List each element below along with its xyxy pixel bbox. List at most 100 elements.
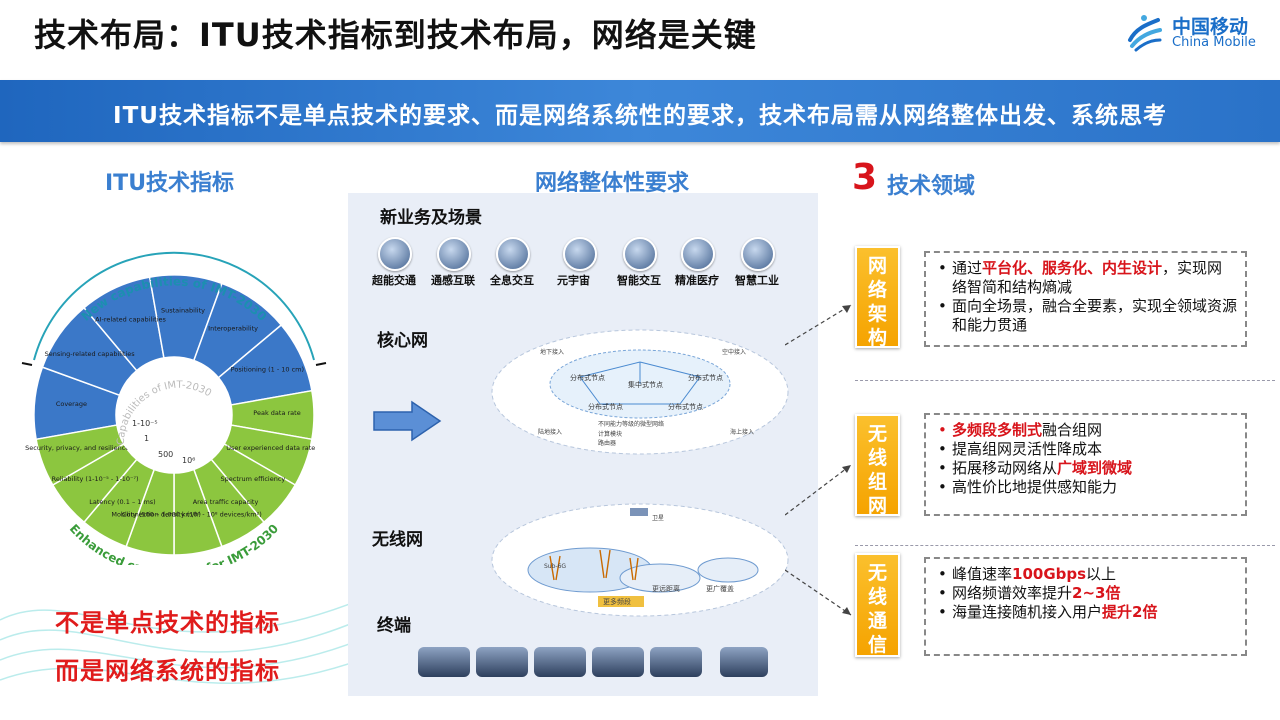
area-badge-char: 信 [867, 634, 887, 656]
terminal-device-icon [476, 647, 528, 677]
bullet-text: ，实现网络智简和结构熵减 [952, 259, 1223, 296]
core-note: 地下接入 [540, 348, 564, 356]
wheel-segment-label: Peak data rate [253, 409, 300, 417]
terminal-device-icon [650, 647, 702, 677]
wireless-network-diagram: 卫星 Sub-6G 更多频段 更远距离 更广覆盖 [491, 503, 789, 617]
china-mobile-logo: 中国移动 China Mobile [1122, 10, 1262, 54]
scale-label: 500 [158, 450, 173, 459]
decorative-wave-lines [0, 599, 360, 684]
area-badge-char: 线 [867, 447, 887, 469]
area-badge-char: 组 [867, 471, 887, 493]
scene-label: 元宇宙 [557, 274, 590, 287]
terminal-device-icon [592, 647, 644, 677]
scene-image-icon [681, 237, 715, 271]
area-bullet-item: 提高组网灵活性降成本 [936, 440, 1237, 459]
separator-line [855, 380, 1275, 381]
area-bullet-item: 多频段多制式融合组网 [936, 421, 1237, 440]
scene-image-icon [623, 237, 657, 271]
area-detail-box: 通过平台化、服务化、内生设计，实现网络智简和结构熵减面向全场景，融合全要素，实现… [924, 251, 1247, 347]
scene-image-icon [378, 237, 412, 271]
area-badge: 无线通信 [855, 553, 900, 657]
area-badge-char: 构 [867, 327, 887, 349]
area-bullet-item: 面向全场景，融合全要素，实现全领域资源和能力贯通 [936, 297, 1237, 335]
core-node-label: 分布式节点 [688, 373, 723, 382]
highlight-text: 多频段多制式 [952, 421, 1043, 439]
banner-text: ITU技术指标不是单点技术的要求、而是网络系统性的要求，技术布局需从网络整体出发… [113, 103, 1167, 129]
area-badge: 无线组网 [855, 414, 900, 517]
dashed-connector-lines [785, 304, 852, 616]
wheel-segment-label: Mobility (500 – 1,000 km/h) [111, 510, 201, 518]
separator-line [855, 545, 1275, 546]
wheel-segment-label: Latency (0.1 – 1 ms) [89, 498, 155, 506]
area-bullet-item: 高性价比地提供感知能力 [936, 478, 1237, 497]
scale-label: 10⁶ [182, 456, 195, 465]
core-node-label: 分布式节点 [570, 373, 605, 382]
bullet-text: 以上 [1086, 565, 1117, 583]
core-node-label: 分布式节点 [588, 402, 623, 411]
highlight-text: 提升2倍 [1102, 603, 1158, 621]
scene-label: 超能交通 [372, 274, 416, 287]
tech-areas-heading: 技术领域 [887, 174, 976, 199]
claim-not-single-point: 不是单点技术的指标 [55, 609, 280, 637]
highlight-text: 100Gbps [1012, 565, 1087, 583]
area-badge-char: 络 [867, 279, 887, 301]
wheel-segment-label: Security, privacy, and resilience [25, 444, 129, 452]
bullet-text: 高性价比地提供感知能力 [952, 478, 1118, 496]
area-badge-char: 网 [867, 495, 887, 517]
scene-label: 智能交互 [617, 274, 661, 287]
wheel-segment-label: Coverage [56, 400, 87, 408]
core-node-label: 集中式节点 [628, 380, 663, 389]
area-badge-char: 无 [867, 423, 887, 445]
area-badge-char: 架 [867, 303, 887, 325]
wheel-center [116, 357, 232, 473]
scene-label: 智慧工业 [735, 274, 779, 287]
core-note: 路由器 [598, 439, 616, 447]
core-note: 陆地接入 [538, 428, 562, 436]
core-note: 不同能力等级的微型网络 [598, 420, 664, 428]
area-badge-char: 通 [867, 610, 887, 632]
area-bullet-item: 海量连接随机接入用户提升2倍 [936, 603, 1237, 622]
wheel-segment-label: AI-related capabilities [95, 316, 166, 324]
wheel-segment-label: Sustainability [161, 306, 205, 314]
wheel-segment-label: Positioning (1 - 10 cm) [231, 365, 304, 373]
logo-mark-icon [1128, 15, 1162, 52]
area-detail-box: 峰值速率100Gbps以上网络频谱效率提升2~3倍海量连接随机接入用户提升2倍 [924, 557, 1247, 656]
scene-image-icon [496, 237, 530, 271]
core-node-label: 分布式节点 [668, 402, 703, 411]
core-note: 海上接入 [730, 428, 754, 436]
area-badge-char: 无 [867, 562, 887, 584]
core-note: 计算模块 [598, 430, 622, 438]
bullet-text: 拓展移动网络从 [952, 459, 1058, 477]
area-badge: 网络架构 [855, 246, 900, 349]
bullet-text: 网络频谱效率提升 [952, 584, 1073, 602]
wheel-segment-label: Interoperability [208, 325, 258, 333]
terminal-device-icon [720, 647, 768, 677]
wireless-note: 更远距离 [652, 584, 680, 593]
scene-label: 通感互联 [431, 274, 475, 287]
logo-chinese-text: 中国移动 [1172, 16, 1249, 38]
bullet-text: 面向全场景，融合全要素，实现全领域资源和能力贯通 [952, 297, 1238, 334]
bullet-text: 提高组网灵活性降成本 [952, 440, 1103, 458]
terminal-label: 终端 [377, 616, 411, 636]
bullet-text: 融合组网 [1042, 421, 1103, 439]
itu-heading: ITU技术指标 [105, 171, 235, 196]
highlight-text: 平台化、服务化、内生设计 [982, 259, 1163, 277]
area-detail-box: 多频段多制式融合组网提高组网灵活性降成本拓展移动网络从广域到微域高性价比地提供感… [924, 413, 1247, 516]
area-bullet-item: 通过平台化、服务化、内生设计，实现网络智简和结构熵减 [936, 259, 1237, 297]
scenes-title: 新业务及场景 [380, 208, 482, 228]
area-badge-char: 线 [867, 586, 887, 608]
wireless-note: 更广覆盖 [706, 584, 734, 593]
bullet-text: 通过 [952, 259, 983, 277]
arc-end-tick [21, 362, 33, 366]
terminal-device-icon [418, 647, 470, 677]
core-network-diagram: 分布式节点 集中式节点 分布式节点 分布式节点 分布式节点 地下接入 空中接入 … [491, 329, 789, 455]
wireless-note: Sub-6G [544, 563, 566, 570]
wheel-segment-label: Area traffic capacity [193, 498, 259, 506]
page-title: 技术布局：ITU技术指标到技术布局，网络是关键 [34, 16, 757, 54]
wheel-segment-label: Connection density (10⁶ - 10⁸ devices/km… [122, 510, 262, 518]
area-count: 3 [852, 157, 878, 198]
core-note: 空中接入 [722, 348, 746, 356]
terminal-device-icon [534, 647, 586, 677]
scene-image-icon [741, 237, 775, 271]
wheel-segment-label: Reliability (1-10⁻⁵ - 1-10⁻⁷) [52, 475, 139, 483]
